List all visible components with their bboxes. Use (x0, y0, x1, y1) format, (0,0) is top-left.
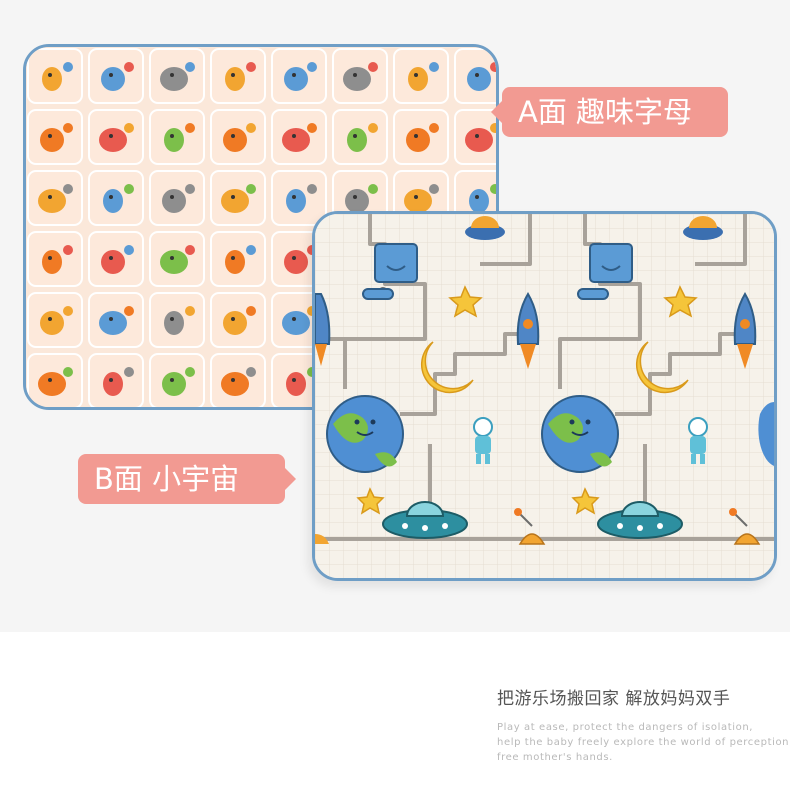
alphabet-tile-icon (88, 170, 144, 226)
astronaut-icon (473, 417, 493, 464)
rocket-icon (315, 293, 331, 366)
ufo-icon (729, 508, 761, 545)
side-a-label: A面 趣味字母 (491, 87, 728, 137)
alphabet-tile-icon (88, 109, 144, 165)
alphabet-tile-icon (332, 109, 388, 165)
alphabet-tile-icon (210, 231, 266, 287)
alphabet-tile-icon (27, 353, 83, 407)
slogan-title: 把游乐场搬回家 解放妈妈双手 (497, 689, 731, 709)
ufo-icon (465, 216, 505, 240)
rocket-icon (733, 292, 757, 369)
alphabet-tile-icon (210, 48, 266, 104)
alphabet-tile-icon (27, 292, 83, 348)
robot-icon (362, 243, 418, 300)
alphabet-tile-icon (210, 353, 266, 407)
spaceship-icon (597, 501, 683, 539)
alphabet-tile-icon (27, 109, 83, 165)
side-b-label: B面 小宇宙 (78, 454, 296, 504)
alphabet-tile-icon (393, 109, 449, 165)
alphabet-tile-icon (149, 231, 205, 287)
slogan-line: Play at ease, protect the dangers of iso… (497, 722, 754, 733)
alphabet-tile-icon (271, 48, 327, 104)
alphabet-tile-icon (210, 170, 266, 226)
alphabet-tile-icon (149, 353, 205, 407)
alphabet-tile-icon (27, 170, 83, 226)
slogan-line: help the baby freely explore the world o… (497, 737, 790, 748)
alphabet-tile-icon (454, 109, 496, 165)
moon-icon (635, 341, 689, 394)
alphabet-tile-icon (210, 109, 266, 165)
alphabet-tile-icon (88, 353, 144, 407)
slogan-line: free mother's hands. (497, 752, 613, 763)
alphabet-tile-icon (88, 48, 144, 104)
alphabet-tile-icon (210, 292, 266, 348)
alphabet-tile-icon (88, 231, 144, 287)
product-showcase: A面 趣味字母 B面 小宇宙 (23, 44, 777, 581)
alphabet-tile-icon (149, 292, 205, 348)
star-icon (356, 487, 385, 515)
space-pattern (315, 214, 774, 578)
alphabet-tile-icon (149, 48, 205, 104)
astronaut-icon (688, 417, 708, 464)
rocket-icon (516, 292, 540, 369)
earth-icon (326, 395, 404, 473)
alphabet-tile-icon (393, 48, 449, 104)
alphabet-tile-icon (88, 292, 144, 348)
mat-side-b (312, 211, 777, 581)
ufo-icon (683, 216, 723, 240)
alphabet-tile-icon (149, 170, 205, 226)
star-icon (663, 285, 698, 318)
alphabet-tile-icon (149, 109, 205, 165)
moon-icon (420, 341, 474, 394)
robot-icon (577, 243, 633, 300)
spaceship-icon (382, 501, 468, 539)
alphabet-tile-icon (27, 48, 83, 104)
alphabet-tile-icon (454, 48, 496, 104)
alphabet-tile-icon (332, 48, 388, 104)
star-icon (448, 285, 483, 318)
earth-icon (541, 395, 619, 473)
ufo-icon (514, 508, 546, 545)
star-icon (571, 487, 600, 515)
alphabet-tile-icon (27, 231, 83, 287)
alphabet-tile-icon (271, 109, 327, 165)
alphabet-tile-icon (271, 170, 327, 226)
